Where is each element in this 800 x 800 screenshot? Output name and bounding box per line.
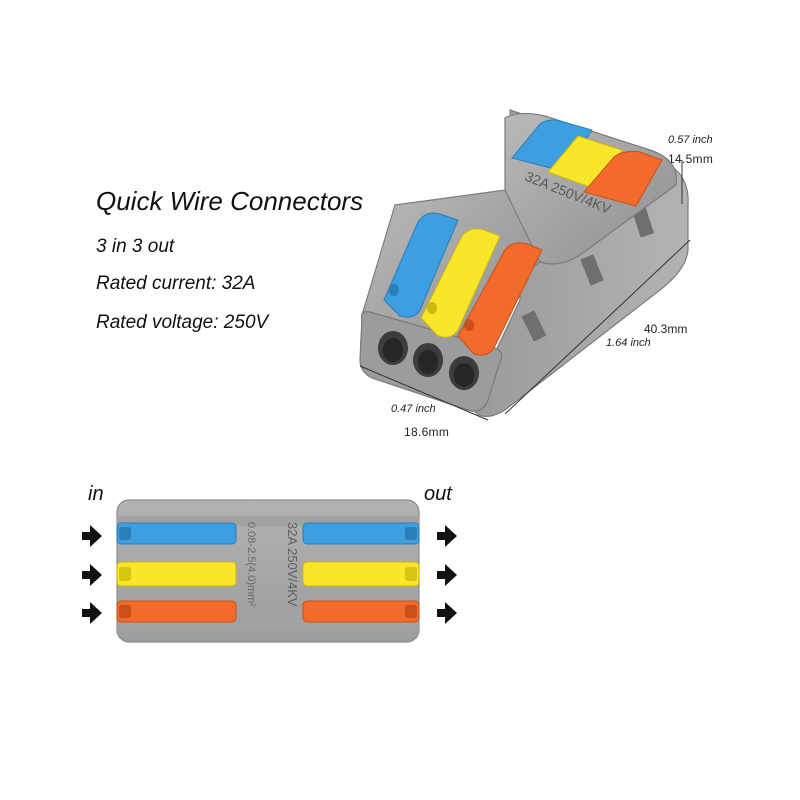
product-title: Quick Wire Connectors	[96, 186, 364, 216]
dim-height-inch: 0.57 inch	[668, 134, 713, 146]
spec-rated-voltage: Rated voltage: 250V	[96, 312, 269, 333]
dim-length-inch: 1.64 inch	[606, 337, 651, 349]
dim-height-mm: 14.5mm	[668, 152, 714, 166]
dim-width-mm: 18.6mm	[404, 425, 450, 439]
arrow-right-icon	[82, 525, 457, 624]
connector-3d-view: 32A 250V/4KV	[359, 109, 691, 421]
spec-rated-current: Rated current: 32A	[96, 273, 256, 294]
side-marking-wire-gauge: 0.08-2.5(4.0)mm²	[245, 522, 257, 607]
spec-ports: 3 in 3 out	[96, 236, 175, 257]
side-marking-rating: 32A 250V/4KV	[285, 522, 300, 607]
connector-top-view: 32A 250V/4KV 0.08-2.5(4.0)mm²	[116, 499, 420, 643]
dim-width-inch: 0.47 inch	[391, 403, 436, 415]
input-side-label: in	[88, 483, 104, 505]
dim-length-mm: 40.3mm	[644, 322, 688, 336]
output-side-label: out	[424, 483, 452, 505]
